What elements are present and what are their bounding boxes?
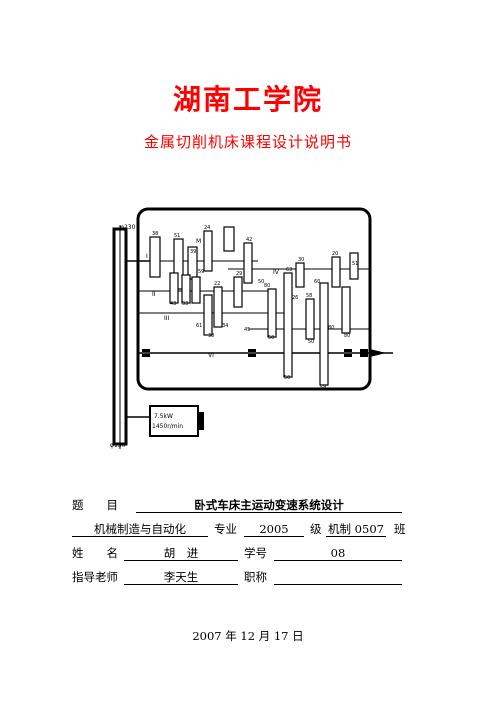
svg-text:45: 45 <box>244 327 250 333</box>
svg-text:80: 80 <box>264 283 270 289</box>
svg-text:33: 33 <box>182 301 188 307</box>
school-name: 湖南工学院 <box>172 83 323 116</box>
pulley-bottom-label: φ130 <box>110 442 126 449</box>
svg-text:43: 43 <box>170 301 176 307</box>
shaft-iii-label: III <box>164 315 170 322</box>
document-title: 金属切削机床课程设计说明书 <box>143 133 352 151</box>
svg-text:20: 20 <box>332 251 338 257</box>
major-value: 机械制造与自动化 <box>72 522 208 537</box>
title-value <box>274 570 402 585</box>
shaft-vi-label: VI <box>208 352 214 359</box>
svg-text:42: 42 <box>246 237 252 243</box>
svg-text:61: 61 <box>196 323 202 329</box>
grade-label: 级 <box>310 522 322 536</box>
name-label: 姓 名 <box>72 546 118 560</box>
class-label: 班 <box>394 522 406 536</box>
svg-text:58: 58 <box>306 293 312 299</box>
advisor-value: 李天生 <box>124 570 238 585</box>
svg-text:39: 39 <box>190 249 196 255</box>
svg-text:29: 29 <box>236 271 242 277</box>
svg-text:80: 80 <box>328 325 334 331</box>
svg-text:51: 51 <box>174 233 180 239</box>
document-date: 2007 年 12 月 17 日 <box>192 629 304 643</box>
name-value: 胡 进 <box>124 546 238 561</box>
svg-text:50: 50 <box>284 375 290 381</box>
svg-text:63: 63 <box>286 267 292 273</box>
title-label: 职称 <box>244 570 267 584</box>
gearbox-housing <box>136 207 372 391</box>
svg-text:50: 50 <box>258 279 264 285</box>
advisor-label: 指导老师 <box>72 570 118 584</box>
student-no-label: 学号 <box>244 546 267 560</box>
pulley-top-label: φ230 <box>120 224 136 231</box>
shaft-iv-label: IV <box>273 269 280 276</box>
shaft-m-label: M <box>196 238 201 245</box>
svg-text:34: 34 <box>222 323 228 329</box>
transmission-diagram: φ230 φ130 7.5kW 1450r/min I M II III IV … <box>110 207 393 449</box>
svg-text:58: 58 <box>320 385 326 391</box>
svg-text:80: 80 <box>344 333 350 339</box>
svg-text:38: 38 <box>208 333 214 339</box>
topic-value: 卧式车床主运动变速系统设计 <box>136 498 402 513</box>
svg-text:50: 50 <box>268 335 274 341</box>
motor-speed-label: 1450r/min <box>152 423 183 430</box>
svg-text:50: 50 <box>308 339 314 345</box>
svg-text:24: 24 <box>204 225 210 231</box>
grade-value: 2005 <box>244 522 304 537</box>
svg-text:59: 59 <box>198 269 204 275</box>
shaft-ii-label: II <box>152 291 156 298</box>
svg-text:60: 60 <box>314 279 320 285</box>
topic-label: 题 目 <box>72 498 118 512</box>
svg-text:26: 26 <box>292 295 298 301</box>
svg-text:30: 30 <box>298 257 304 263</box>
motor-power-label: 7.5kW <box>154 413 173 420</box>
class-value: 机制 0507 <box>326 522 386 537</box>
motor-body <box>149 405 199 437</box>
svg-text:51: 51 <box>352 261 358 267</box>
svg-text:22: 22 <box>214 281 220 287</box>
spindle-tip <box>370 349 386 357</box>
student-no-value: 08 <box>274 546 402 561</box>
shaft-i-label: I <box>146 253 148 260</box>
major-label: 专业 <box>214 522 237 536</box>
svg-text:38: 38 <box>152 231 158 237</box>
